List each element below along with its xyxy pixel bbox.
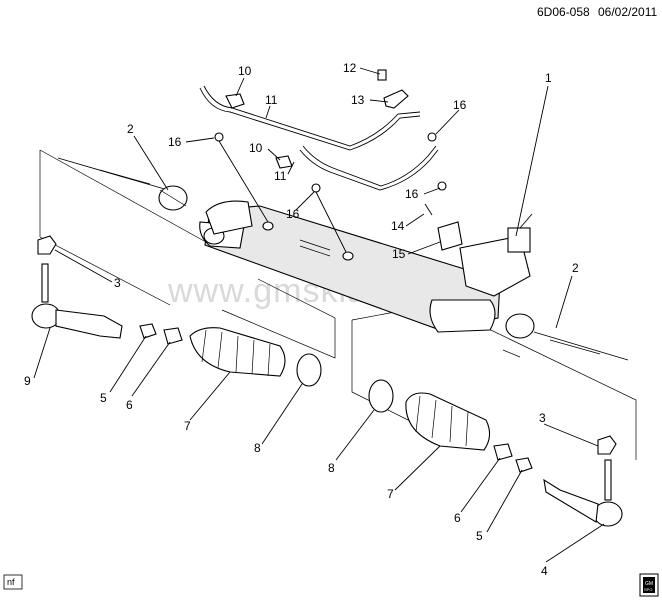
callout-16-a: 16 [168, 135, 182, 149]
callout-8-right: 8 [328, 461, 335, 475]
callout-4: 4 [541, 564, 548, 578]
jam-nut-left [139, 323, 157, 339]
diagram-code: 6D06-058 [537, 5, 590, 19]
nut-right [597, 435, 617, 455]
fitting-16-d [437, 181, 447, 191]
outer-tie-rod-end-left [31, 263, 123, 339]
clip-upper [225, 93, 245, 109]
clamp-right [493, 443, 513, 461]
fitting-16-b [427, 132, 437, 142]
callout-3-right: 3 [539, 411, 546, 425]
right-detail-frame [351, 311, 637, 460]
pipe-lower [299, 145, 439, 191]
outer-tie-rod-end-right [543, 459, 623, 527]
inner-tie-rod-right [505, 313, 629, 361]
nf-label: nf [7, 577, 15, 587]
callout-16-d: 16 [405, 187, 419, 201]
gm-spo-logo: GM SPO [639, 573, 659, 597]
clip-lower [275, 155, 293, 169]
callout-5-left: 5 [100, 391, 107, 405]
bracket-13 [377, 69, 409, 109]
clamp-ring-left [296, 353, 322, 387]
nf-box [3, 574, 23, 590]
callout-10-lower: 10 [249, 141, 263, 155]
boot-left [189, 327, 286, 377]
callout-6-left: 6 [126, 398, 133, 412]
logo-bottom: SPO [644, 587, 652, 592]
callout-2-left: 2 [127, 122, 134, 136]
callout-13: 13 [351, 93, 365, 107]
callout-5-right: 5 [476, 529, 483, 543]
callout-14: 14 [391, 219, 405, 233]
callout-11-upper: 11 [265, 93, 278, 107]
clamp-left [163, 327, 183, 345]
fitting-16-c [311, 183, 321, 193]
jam-nut-right [515, 457, 533, 473]
callout-16-b: 16 [453, 98, 467, 112]
steering-gear-housing [199, 200, 533, 333]
left-detail-frame [39, 149, 336, 359]
boot-right [405, 392, 491, 451]
inner-tie-rod-left [57, 157, 188, 211]
callout-10-upper: 10 [238, 64, 252, 78]
callout-2-right: 2 [572, 261, 579, 275]
clamp-ring-right [368, 379, 394, 413]
callout-7-left: 7 [184, 419, 191, 433]
logo-top: GM [645, 581, 653, 587]
callout-7-right: 7 [387, 487, 394, 501]
nut-left [37, 235, 57, 255]
callout-1: 1 [545, 71, 552, 85]
callout-8-left: 8 [254, 441, 261, 455]
callout-9: 9 [24, 374, 31, 388]
callout-12: 12 [343, 61, 357, 75]
pipe-upper [199, 85, 421, 151]
callout-6-right: 6 [454, 511, 461, 525]
callout-16-c: 16 [286, 207, 300, 221]
callout-11-lower: 11 [274, 169, 287, 183]
leader-lines [33, 67, 605, 563]
bushing-15 [437, 221, 463, 251]
callout-15: 15 [392, 247, 406, 261]
callout-3-left: 3 [114, 276, 121, 290]
fitting-16-a [214, 132, 224, 142]
diagram-date: 06/02/2011 [598, 5, 657, 19]
bolt-14 [424, 203, 433, 216]
